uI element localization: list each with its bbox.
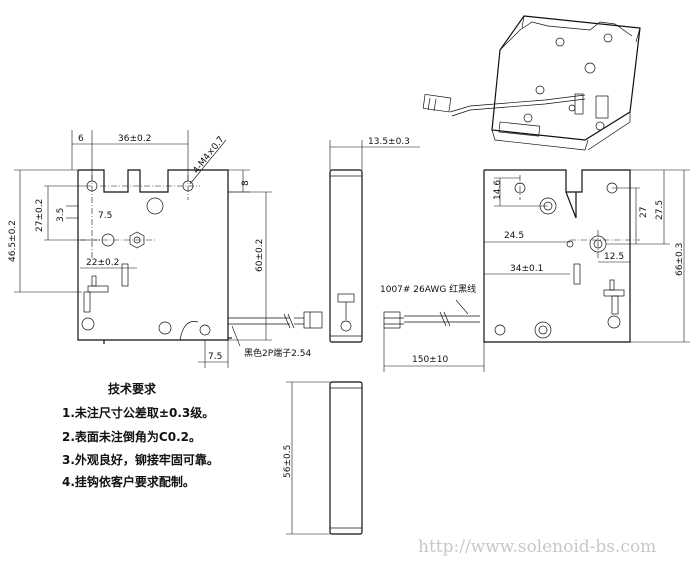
dim-13-5: 13.5±0.3 xyxy=(368,137,410,147)
dim-66: 66±0.3 xyxy=(675,243,685,276)
dim-27-rear: 27 xyxy=(639,207,649,218)
dim-60: 60±0.2 xyxy=(255,239,265,272)
dim-8: 8 xyxy=(241,180,251,186)
note-2: 2.表面未注倒角为C0.2。 xyxy=(62,429,201,444)
side-view: 13.5±0.3 xyxy=(329,137,420,343)
dim-12-5: 12.5 xyxy=(604,252,624,262)
isometric-view xyxy=(422,15,641,151)
dim-46-5: 46.5±0.2 xyxy=(8,220,18,262)
dim-150: 150±10 xyxy=(412,355,448,365)
dim-56: 56±0.5 xyxy=(283,445,293,478)
dim-36: 36±0.2 xyxy=(118,134,151,144)
rear-view: 1007# 26AWG 红黑线 14.6 24.5 34±0.1 12.5 27… xyxy=(380,169,690,372)
dim-24-5: 24.5 xyxy=(504,231,524,241)
dim-22: 22±0.2 xyxy=(86,258,119,268)
note-4: 4.挂钩依客户要求配制。 xyxy=(62,474,195,489)
dim-3-5: 3.5 xyxy=(56,208,66,222)
dim-7-5-bottom: 7.5 xyxy=(208,352,222,362)
front-view: 6 36±0.2 4-M4×0.7 8 46.5±0.2 27±0.2 3.5 … xyxy=(8,130,323,368)
dim-7-5-top: 7.5 xyxy=(98,211,112,221)
dim-34: 34±0.1 xyxy=(510,264,543,274)
bottom-view: 56±0.5 xyxy=(283,381,363,535)
wire-label: 1007# 26AWG 红黑线 xyxy=(380,283,476,295)
watermark: http://www.solenoid-bs.com xyxy=(418,537,656,557)
dim-6: 6 xyxy=(78,134,84,144)
note-1: 1.未注尺寸公差取±0.3级。 xyxy=(62,405,214,420)
notes-title: 技术要求 xyxy=(108,381,157,396)
dim-27-5: 27.5 xyxy=(655,200,665,220)
dim-14-6: 14.6 xyxy=(493,180,503,200)
terminal-label: 黑色2P端子2.54 xyxy=(244,347,311,359)
note-3: 3.外观良好，铆接牢固可靠。 xyxy=(62,452,219,467)
dim-27: 27±0.2 xyxy=(35,199,45,232)
technical-notes: 技术要求 1.未注尺寸公差取±0.3级。 2.表面未注倒角为C0.2。 3.外观… xyxy=(62,381,219,489)
